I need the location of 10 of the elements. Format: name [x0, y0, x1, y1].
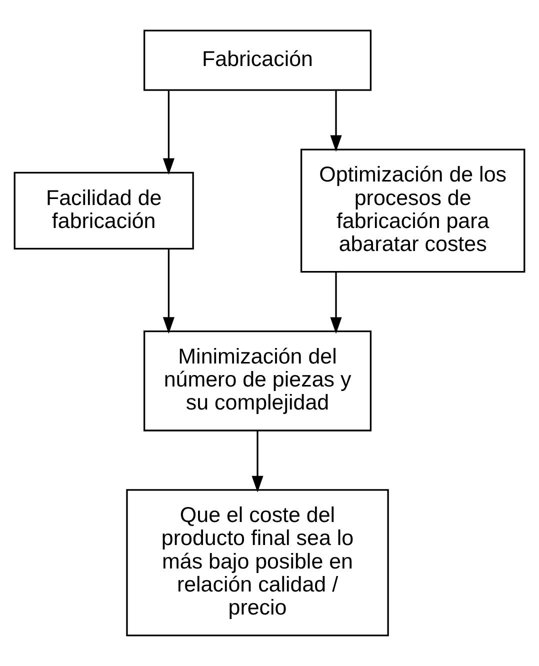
- node-box: Minimización del número de piezas y su complejidad: [144, 330, 372, 432]
- arrow: [162, 248, 174, 334]
- node-box: Que el coste del producto final sea lo más bajo posible en relación calidad / precio: [126, 489, 389, 636]
- node-box: Fabricación: [144, 30, 372, 91]
- arrow: [252, 430, 264, 492]
- arrow: [330, 90, 342, 152]
- node-box: Optimización de los procesos de fabricación para abaratar costes: [300, 148, 526, 273]
- node-box: Facilidad de fabricación: [14, 172, 194, 250]
- arrow: [162, 90, 174, 175]
- arrow: [330, 272, 342, 334]
